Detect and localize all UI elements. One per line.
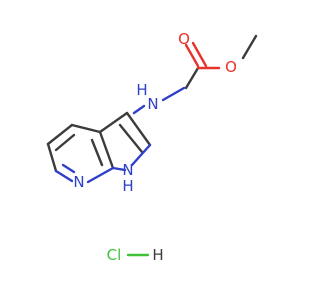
bond-c3a-c7a-a: [98, 130, 115, 170]
bond-c6-n7-a: [54, 169, 74, 183]
ester-bonds: [184, 34, 258, 90]
bond-carbonyl-oxygen-b: [191, 41, 208, 68]
pyrrole-ring-bonds: [98, 111, 152, 172]
bond-ring-amine: [132, 104, 146, 115]
bond-c3-c2-b: [118, 123, 144, 154]
bond-carbonyl-oxygen-a: [184, 43, 200, 68]
atom-pyridine-nitrogen: N: [73, 173, 84, 191]
bond-c2-n1: [130, 143, 152, 167]
bond-c3-c2-a: [125, 111, 152, 147]
bond-n7-c7a: [86, 166, 115, 184]
bond-c3-c3a: [98, 111, 129, 134]
bond-c3a-c7a-b: [90, 138, 104, 167]
bond-c5-c6: [46, 142, 58, 173]
bond-ch2-carbonyl: [184, 66, 200, 90]
atom-chlorine: Cl: [107, 246, 122, 264]
molecule-diagram: O O N H N N H Cl H: [46, 30, 258, 264]
bond-amine-ch2: [161, 86, 186, 102]
bond-c6-n7-b: [61, 163, 76, 174]
atom-amine-hydrogen: H: [136, 81, 147, 99]
pyridine-ring-bonds: [46, 123, 115, 184]
bond-c4-c5-b: [54, 133, 76, 152]
atom-pyrrole-hydrogen: H: [122, 177, 133, 195]
bond-c3a-c4: [70, 123, 102, 134]
atom-ester-oxygen: O: [225, 58, 237, 76]
bond-ester-oxygen-methyl: [241, 34, 258, 60]
atom-amine-nitrogen: N: [147, 95, 158, 113]
atom-salt-hydrogen: H: [152, 246, 163, 264]
structure-canvas: O O N H N N H Cl H: [46, 30, 258, 264]
bond-n1-c7a: [111, 166, 127, 172]
amine-linker-bonds: [132, 86, 186, 115]
atom-pyrrole-nitrogen: N: [122, 161, 133, 179]
bond-c4-c5-a: [46, 123, 74, 146]
atom-carbonyl-oxygen: O: [178, 30, 190, 48]
